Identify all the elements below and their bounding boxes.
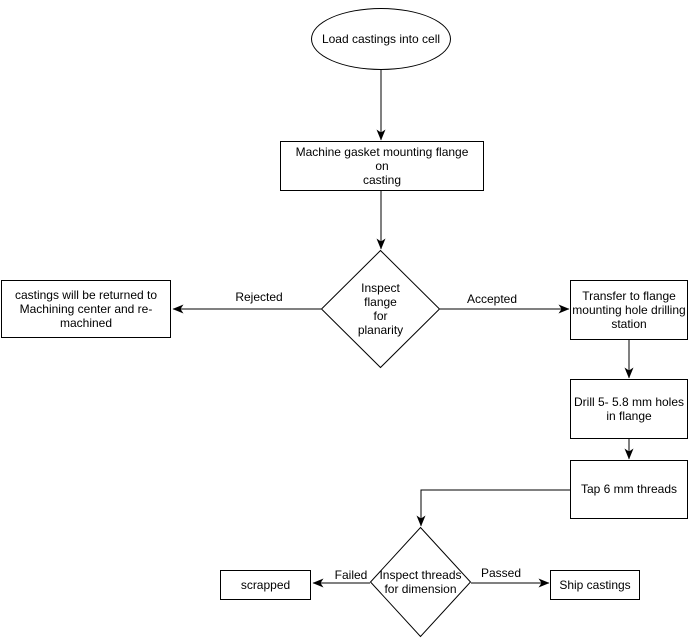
node-tap-threads-label: Tap 6 mm threads	[580, 482, 678, 497]
node-machine-gasket-flange-label: Machine gasket mounting flange on castin…	[295, 144, 469, 188]
diamond-shape	[369, 526, 472, 638]
edge-tap-to-inspect-threads	[416, 489, 570, 527]
edge-label-rejected: Rejected	[235, 290, 283, 304]
node-inspect-threads-label: Inspect threads for dimension	[379, 567, 462, 596]
node-ship-castings: Ship castings	[550, 570, 640, 600]
node-transfer-label: Transfer to flange mounting hole drillin…	[572, 288, 686, 332]
node-inspect-flange-label: Inspect flange for planarity	[357, 280, 404, 338]
edge-label-accepted: Accepted	[466, 292, 518, 306]
node-ship-castings-label: Ship castings	[559, 577, 631, 592]
node-inspect-threads-decision: Inspect threads for dimension	[369, 526, 472, 638]
node-returned-to-machining-label: castings will be returned to Machining c…	[14, 287, 158, 331]
edge-label-passed: Passed	[480, 566, 522, 580]
node-tap-threads: Tap 6 mm threads	[570, 460, 688, 519]
node-returned-to-machining: castings will be returned to Machining c…	[1, 280, 171, 338]
node-machine-gasket-flange: Machine gasket mounting flange on castin…	[280, 141, 484, 191]
node-load-castings: Load castings into cell	[311, 8, 451, 70]
node-scrapped: scrapped	[220, 570, 311, 600]
node-inspect-flange-decision: Inspect flange for planarity	[320, 249, 441, 369]
node-transfer-to-drilling-station: Transfer to flange mounting hole drillin…	[570, 280, 688, 340]
node-drill-holes: Drill 5- 5.8 mm holes in flange	[570, 379, 688, 439]
node-drill-holes-label: Drill 5- 5.8 mm holes in flange	[573, 394, 685, 423]
node-load-castings-label: Load castings into cell	[321, 31, 441, 46]
node-scrapped-label: scrapped	[240, 577, 291, 592]
edge-label-failed: Failed	[334, 568, 368, 582]
diamond-shape	[320, 249, 441, 369]
